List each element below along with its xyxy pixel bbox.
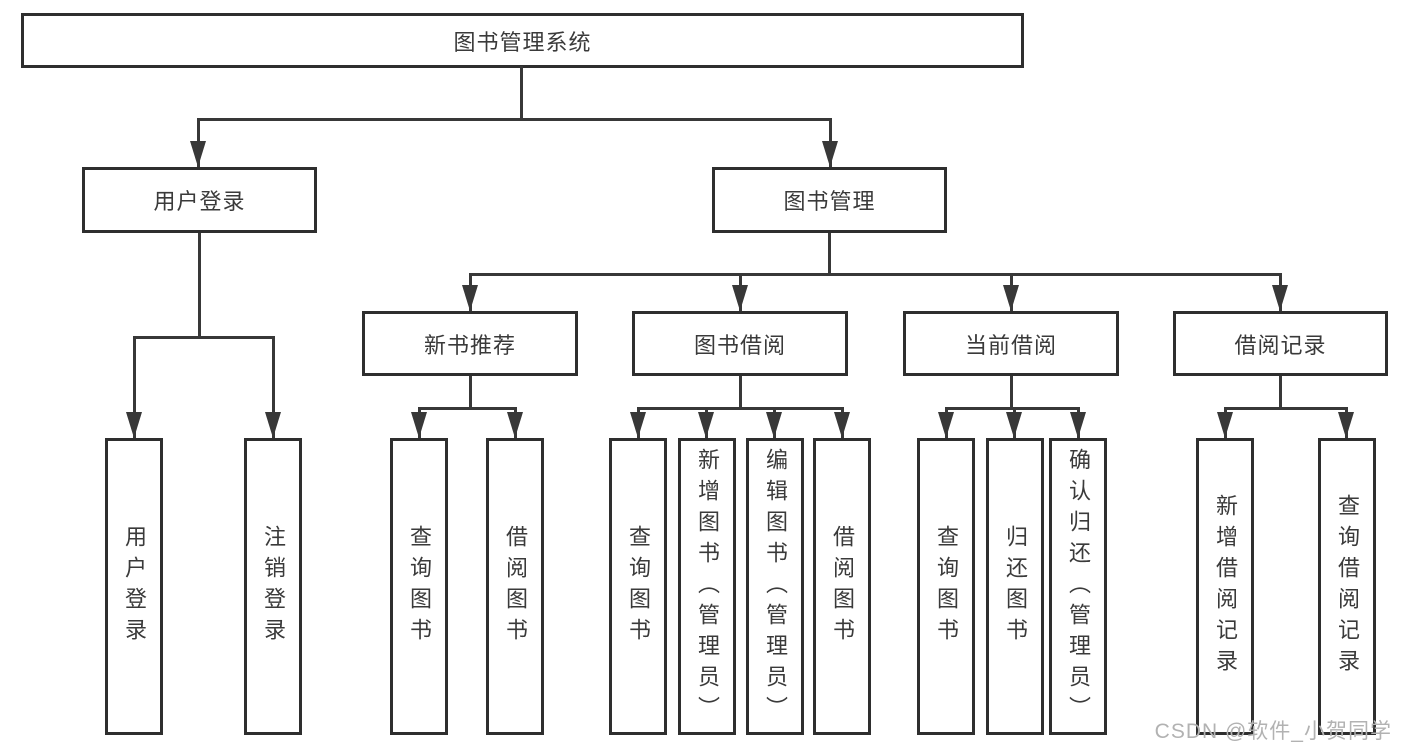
leaf-confirm-return-admin: 确认归还（管理员） bbox=[1049, 438, 1107, 735]
connector-arrowhead bbox=[834, 412, 850, 438]
connector-arrowhead bbox=[766, 412, 782, 438]
connector-branch bbox=[1224, 407, 1348, 410]
node-book-management: 图书管理 bbox=[712, 167, 947, 233]
connector-arrowhead bbox=[938, 412, 954, 438]
connector-stem bbox=[272, 336, 275, 439]
leaf-add-books-admin: 新增图书（管理员） bbox=[678, 438, 736, 735]
node-book-borrow: 图书借阅 bbox=[632, 311, 848, 376]
connector-trunk bbox=[1279, 376, 1282, 409]
connector-level3-branch bbox=[469, 273, 1282, 276]
connector-arrowhead bbox=[698, 412, 714, 438]
connector-arrowhead bbox=[822, 141, 838, 167]
leaf-borrow-books-2: 借阅图书 bbox=[813, 438, 871, 735]
connector-arrowhead bbox=[1338, 412, 1354, 438]
csdn-watermark: CSDN @软件_小贺同学 bbox=[1154, 720, 1392, 743]
node-user-login-label: 用户登录 bbox=[153, 189, 246, 214]
leaf-return-books: 归还图书 bbox=[986, 438, 1044, 735]
connector-arrowhead bbox=[1217, 412, 1233, 438]
node-book-management-label: 图书管理 bbox=[783, 189, 876, 214]
node-user-login: 用户登录 bbox=[82, 167, 317, 233]
connector-trunk bbox=[1010, 376, 1013, 409]
node-borrow-records-label: 借阅记录 bbox=[1234, 332, 1327, 358]
connector-arrowhead bbox=[265, 412, 281, 438]
connector-arrowhead bbox=[126, 412, 142, 438]
leaf-add-books-admin-label: 新增图书（管理员） bbox=[695, 448, 720, 727]
leaf-logout: 注销登录 bbox=[244, 438, 302, 735]
node-book-borrow-label: 图书借阅 bbox=[693, 332, 786, 358]
connector-arrowhead bbox=[190, 141, 206, 167]
connector-arrowhead bbox=[630, 412, 646, 438]
leaf-query-books-1: 查询图书 bbox=[390, 438, 448, 735]
leaf-query-borrow-record-label: 查询借阅记录 bbox=[1335, 493, 1360, 680]
connector-arrowhead bbox=[462, 285, 478, 311]
leaf-edit-books-admin: 编辑图书（管理员） bbox=[746, 438, 804, 735]
leaf-user-login: 用户登录 bbox=[105, 438, 163, 735]
connector-arrowhead bbox=[507, 412, 523, 438]
node-library-management-system-label: 图书管理系统 bbox=[453, 29, 592, 55]
leaf-add-borrow-record-label: 新增借阅记录 bbox=[1213, 493, 1238, 680]
connector-user-login-branch bbox=[133, 336, 275, 339]
connector-arrowhead bbox=[1272, 285, 1288, 311]
connector-arrowhead bbox=[732, 285, 748, 311]
node-new-book-recommend: 新书推荐 bbox=[362, 311, 578, 376]
connector-arrowhead bbox=[411, 412, 427, 438]
leaf-query-borrow-record: 查询借阅记录 bbox=[1318, 438, 1376, 735]
node-borrow-records: 借阅记录 bbox=[1173, 311, 1388, 376]
connector-branch bbox=[637, 407, 844, 410]
connector-arrowhead bbox=[1006, 412, 1022, 438]
connector-user-login-trunk bbox=[198, 233, 201, 338]
connector-arrowhead bbox=[1003, 285, 1019, 311]
connector-trunk bbox=[469, 376, 472, 409]
node-current-borrow-label: 当前借阅 bbox=[964, 332, 1057, 358]
leaf-return-books-label: 归还图书 bbox=[1003, 524, 1028, 649]
leaf-add-borrow-record: 新增借阅记录 bbox=[1196, 438, 1254, 735]
connector-book-management-trunk bbox=[828, 233, 831, 275]
leaf-logout-label: 注销登录 bbox=[261, 524, 286, 649]
leaf-edit-books-admin-label: 编辑图书（管理员） bbox=[763, 448, 788, 727]
node-new-book-recommend-label: 新书推荐 bbox=[423, 332, 516, 358]
leaf-query-books-1-label: 查询图书 bbox=[407, 524, 432, 649]
connector-root-trunk bbox=[520, 66, 523, 120]
connector-arrowhead bbox=[1070, 412, 1086, 438]
leaf-confirm-return-admin-label: 确认归还（管理员） bbox=[1066, 448, 1091, 727]
leaf-query-books-2: 查询图书 bbox=[609, 438, 667, 735]
connector-level2-branch bbox=[197, 118, 832, 121]
leaf-query-books-2-label: 查询图书 bbox=[626, 524, 651, 649]
node-current-borrow: 当前借阅 bbox=[903, 311, 1119, 376]
leaf-user-login-label: 用户登录 bbox=[122, 524, 147, 649]
leaf-borrow-books-1-label: 借阅图书 bbox=[503, 524, 528, 649]
node-library-management-system: 图书管理系统 bbox=[21, 13, 1024, 68]
leaf-borrow-books-1: 借阅图书 bbox=[486, 438, 544, 735]
connector-stem bbox=[133, 336, 136, 439]
connector-trunk bbox=[739, 376, 742, 409]
leaf-query-books-3: 查询图书 bbox=[917, 438, 975, 735]
leaf-borrow-books-2-label: 借阅图书 bbox=[830, 524, 855, 649]
leaf-query-books-3-label: 查询图书 bbox=[934, 524, 959, 649]
connector-branch bbox=[945, 407, 1080, 410]
connector-branch bbox=[418, 407, 517, 410]
